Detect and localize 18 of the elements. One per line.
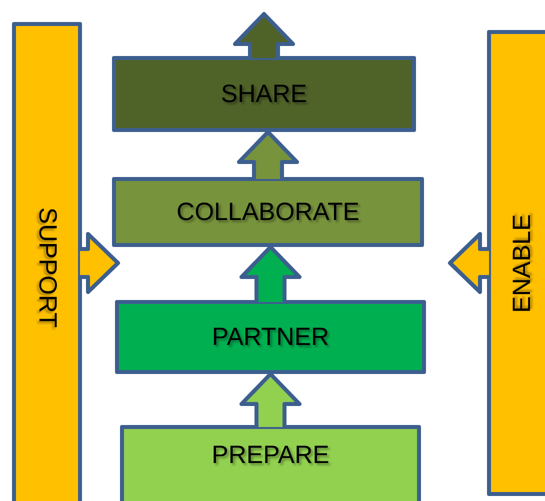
stage-box	[112, 177, 424, 247]
block-arrow	[448, 232, 491, 294]
side-bar	[12, 22, 82, 501]
stage-label: SUPPORT	[32, 206, 62, 328]
stage-label: PREPARE	[212, 440, 330, 470]
stage-label: COLLABORATE	[176, 198, 360, 226]
stage-box	[120, 425, 421, 501]
stage-label: PARTNER	[212, 322, 330, 352]
block-arrow	[240, 372, 302, 429]
block-arrow	[78, 232, 120, 294]
stage-box	[112, 56, 416, 132]
stage-label: SHARE	[220, 80, 308, 108]
block-arrow	[237, 130, 299, 181]
stage-box	[115, 300, 426, 374]
stage-label: ENABLE	[508, 214, 536, 312]
side-bar	[487, 30, 545, 496]
block-arrow	[233, 12, 295, 60]
block-arrow	[240, 245, 302, 304]
